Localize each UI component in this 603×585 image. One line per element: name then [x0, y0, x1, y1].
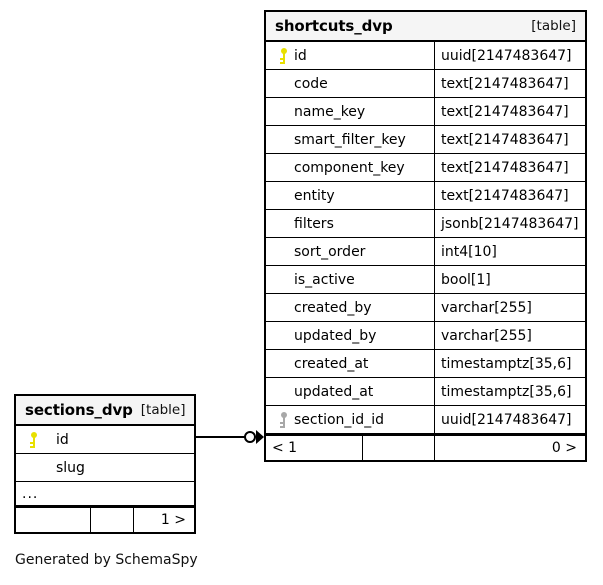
column-name: updated_at: [294, 383, 374, 400]
table-row[interactable]: created_by varchar[255]: [266, 294, 585, 322]
parent-relationship-count[interactable]: [16, 508, 90, 532]
table-row[interactable]: created_at timestamptz[35,6]: [266, 350, 585, 378]
column-name: component_key: [294, 159, 405, 176]
column-name: is_active: [294, 271, 355, 288]
table-row[interactable]: sort_order int4[10]: [266, 238, 585, 266]
parent-relationship-count[interactable]: < 1: [272, 440, 298, 456]
primary-key-icon: [24, 431, 44, 448]
column-name: created_by: [294, 299, 372, 316]
column-name: entity: [294, 187, 335, 204]
column-type: varchar[255]: [434, 322, 585, 349]
table-row[interactable]: updated_at timestamptz[35,6]: [266, 378, 585, 406]
cardinality-many-icon: [256, 430, 264, 444]
table-row[interactable]: section_id_id uuid[2147483647]: [266, 406, 585, 434]
column-name: id: [294, 47, 307, 64]
column-type: timestamptz[35,6]: [434, 350, 585, 377]
table-row[interactable]: id: [16, 426, 194, 454]
column-type: int4[10]: [434, 238, 585, 265]
table-title: shortcuts_dvp: [275, 17, 393, 35]
child-relationship-count[interactable]: 1 >: [133, 508, 194, 532]
table-shortcuts-dvp[interactable]: shortcuts_dvp [table] id uuid[2147483647…: [264, 10, 587, 462]
table-row[interactable]: code text[2147483647]: [266, 70, 585, 98]
column-name: filters: [294, 215, 334, 232]
table-header: sections_dvp [table]: [16, 396, 194, 426]
table-row[interactable]: is_active bool[1]: [266, 266, 585, 294]
column-name: code: [294, 75, 328, 92]
column-name-cell: section_id_id: [266, 406, 434, 433]
column-name: section_id_id: [294, 411, 384, 428]
column-name: sort_order: [294, 243, 366, 260]
column-name-cell: created_at: [266, 350, 434, 377]
column-type: bool[1]: [434, 266, 585, 293]
column-name-cell: updated_by: [266, 322, 434, 349]
column-name-cell: sort_order: [266, 238, 434, 265]
column-type: uuid[2147483647]: [434, 42, 585, 69]
child-relationship-count[interactable]: 0 >: [434, 436, 585, 460]
column-name: id: [56, 431, 69, 448]
table-row[interactable]: smart_filter_key text[2147483647]: [266, 126, 585, 154]
column-name: smart_filter_key: [294, 131, 406, 148]
footer-spacer: [90, 508, 133, 532]
cardinality-zero-icon: [244, 431, 256, 443]
table-row[interactable]: component_key text[2147483647]: [266, 154, 585, 182]
table-row[interactable]: id uuid[2147483647]: [266, 42, 585, 70]
column-type: text[2147483647]: [434, 126, 585, 153]
table-footer: < 1 0 >: [266, 434, 585, 460]
column-type: text[2147483647]: [434, 98, 585, 125]
column-name-cell: id: [266, 42, 434, 69]
schemaspy-credit: Generated by SchemaSpy: [15, 552, 198, 568]
column-name-cell: entity: [266, 182, 434, 209]
table-footer: 1 >: [16, 506, 194, 532]
column-name-cell: name_key: [266, 98, 434, 125]
column-name: created_at: [294, 355, 369, 372]
column-name: updated_by: [294, 327, 377, 344]
column-type: uuid[2147483647]: [434, 406, 585, 433]
column-name-cell: created_by: [266, 294, 434, 321]
column-name: slug: [56, 459, 85, 476]
more-columns-indicator[interactable]: ...: [16, 482, 194, 506]
column-type: varchar[255]: [434, 294, 585, 321]
table-title: sections_dvp: [25, 401, 133, 419]
column-name-cell: smart_filter_key: [266, 126, 434, 153]
column-type: text[2147483647]: [434, 70, 585, 97]
column-name-cell: id: [16, 426, 194, 453]
column-name-cell: filters: [266, 210, 434, 237]
table-kind-label: [table]: [531, 18, 576, 34]
table-row[interactable]: updated_by varchar[255]: [266, 322, 585, 350]
table-row[interactable]: entity text[2147483647]: [266, 182, 585, 210]
table-kind-label: [table]: [140, 402, 186, 418]
table-row[interactable]: name_key text[2147483647]: [266, 98, 585, 126]
column-type: jsonb[2147483647]: [434, 210, 585, 237]
column-name-cell: code: [266, 70, 434, 97]
foreign-key-icon: [274, 411, 294, 428]
column-name-cell: slug: [16, 454, 194, 481]
footer-spacer: [362, 436, 434, 460]
table-sections-dvp[interactable]: sections_dvp [table] id slug ... 1 >: [14, 394, 196, 534]
column-type: timestamptz[35,6]: [434, 378, 585, 405]
table-header: shortcuts_dvp [table]: [266, 12, 585, 42]
column-name: name_key: [294, 103, 366, 120]
primary-key-icon: [274, 47, 294, 64]
column-type: text[2147483647]: [434, 182, 585, 209]
column-name-cell: is_active: [266, 266, 434, 293]
column-name-cell: component_key: [266, 154, 434, 181]
column-name-cell: updated_at: [266, 378, 434, 405]
table-row[interactable]: slug: [16, 454, 194, 482]
column-type: text[2147483647]: [434, 154, 585, 181]
table-row[interactable]: filters jsonb[2147483647]: [266, 210, 585, 238]
